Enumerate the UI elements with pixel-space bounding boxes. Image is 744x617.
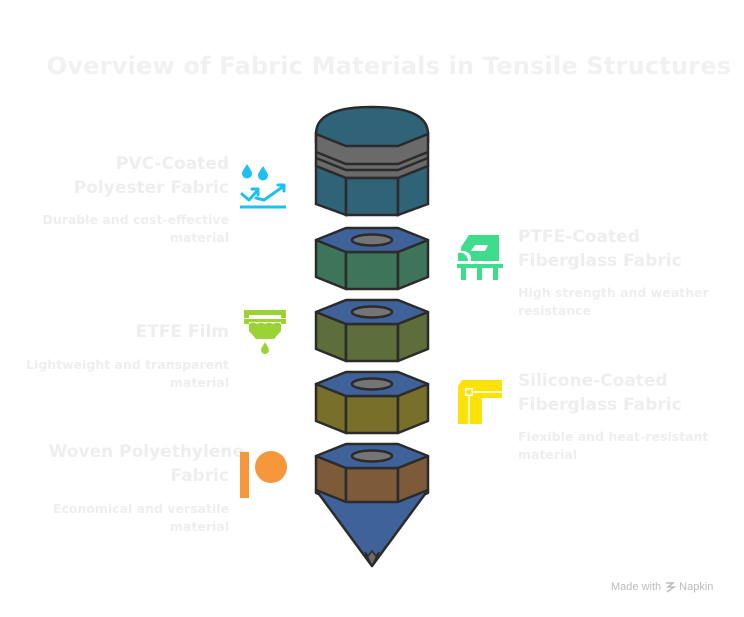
label-woven-polyethylene: Woven Polyethylene Fabric (49, 440, 244, 488)
napkin-logo-icon (666, 582, 677, 593)
label-etfe-film: ETFE Film (136, 320, 229, 344)
label-line: PVC-Coated (116, 154, 229, 174)
napkin-brand-text: Napkin (679, 581, 714, 593)
nut-hole (350, 377, 394, 391)
desc-line: Flexible and heat-resistant (518, 429, 709, 444)
desc-line: Durable and cost-effective (42, 212, 229, 227)
pipe-elbow-icon (458, 380, 502, 424)
cap-layer-pvc (314, 105, 430, 217)
nut-hole (350, 449, 394, 463)
made-with-napkin-badge[interactable]: Made with Napkin (611, 581, 713, 593)
patreon-like-icon (240, 451, 287, 498)
label-line: Silicone-Coated (518, 371, 668, 391)
desc-woven-polyethylene: Economical and versatile material (53, 500, 229, 536)
label-line: ETFE Film (135, 322, 229, 342)
diagram-title: Overview of Fabric Materials in Tensile … (46, 52, 732, 80)
nut-hole (350, 305, 394, 319)
label-line: PTFE-Coated (518, 227, 640, 247)
desc-line: High strength and weather (518, 285, 709, 300)
desc-line: material (169, 519, 229, 534)
tip-point (364, 549, 380, 568)
desc-line: Lightweight and transparent (25, 357, 229, 372)
desc-silicone-coated-fiberglass: Flexible and heat-resistant material (518, 428, 708, 464)
nut-hole (350, 233, 394, 247)
train-bridge-icon (457, 235, 503, 280)
label-line: Polyester Fabric (73, 178, 229, 198)
label-line: Fabric (170, 466, 229, 486)
filter-drip-icon (244, 310, 286, 354)
label-ptfe-coated-fiberglass: PTFE-Coated Fiberglass Fabric (518, 225, 682, 273)
desc-line: material (169, 375, 229, 390)
desc-ptfe-coated-fiberglass: High strength and weather resistance (518, 284, 709, 320)
cap-body-right (396, 164, 430, 217)
desc-line: Economical and versatile (52, 501, 229, 516)
nut-face-front (344, 394, 400, 435)
cap-body-front (344, 176, 400, 217)
tip-cone (314, 488, 430, 568)
desc-line: resistance (518, 303, 592, 318)
nut-face-front (344, 466, 400, 507)
label-line: Woven Polyethylene (48, 442, 244, 462)
desc-line: material (169, 230, 229, 245)
desc-etfe-film: Lightweight and transparent material (26, 356, 229, 392)
nut-face-front (344, 322, 400, 363)
water-repellent-icon (240, 164, 286, 209)
label-line: Fiberglass Fabric (518, 395, 682, 415)
label-pvc-coated-polyester: PVC-Coated Polyester Fabric (74, 152, 229, 200)
nut-face-front (344, 250, 400, 291)
nut-layer-silicone (314, 370, 430, 435)
made-with-text: Made with (611, 581, 662, 593)
label-silicone-coated-fiberglass: Silicone-Coated Fiberglass Fabric (518, 369, 682, 417)
nut-layer-etfe (314, 298, 430, 363)
desc-pvc-coated-polyester: Durable and cost-effective material (42, 211, 229, 247)
label-line: Fiberglass Fabric (518, 251, 682, 271)
desc-line: material (518, 447, 578, 462)
nut-layer-ptfe (314, 226, 430, 291)
